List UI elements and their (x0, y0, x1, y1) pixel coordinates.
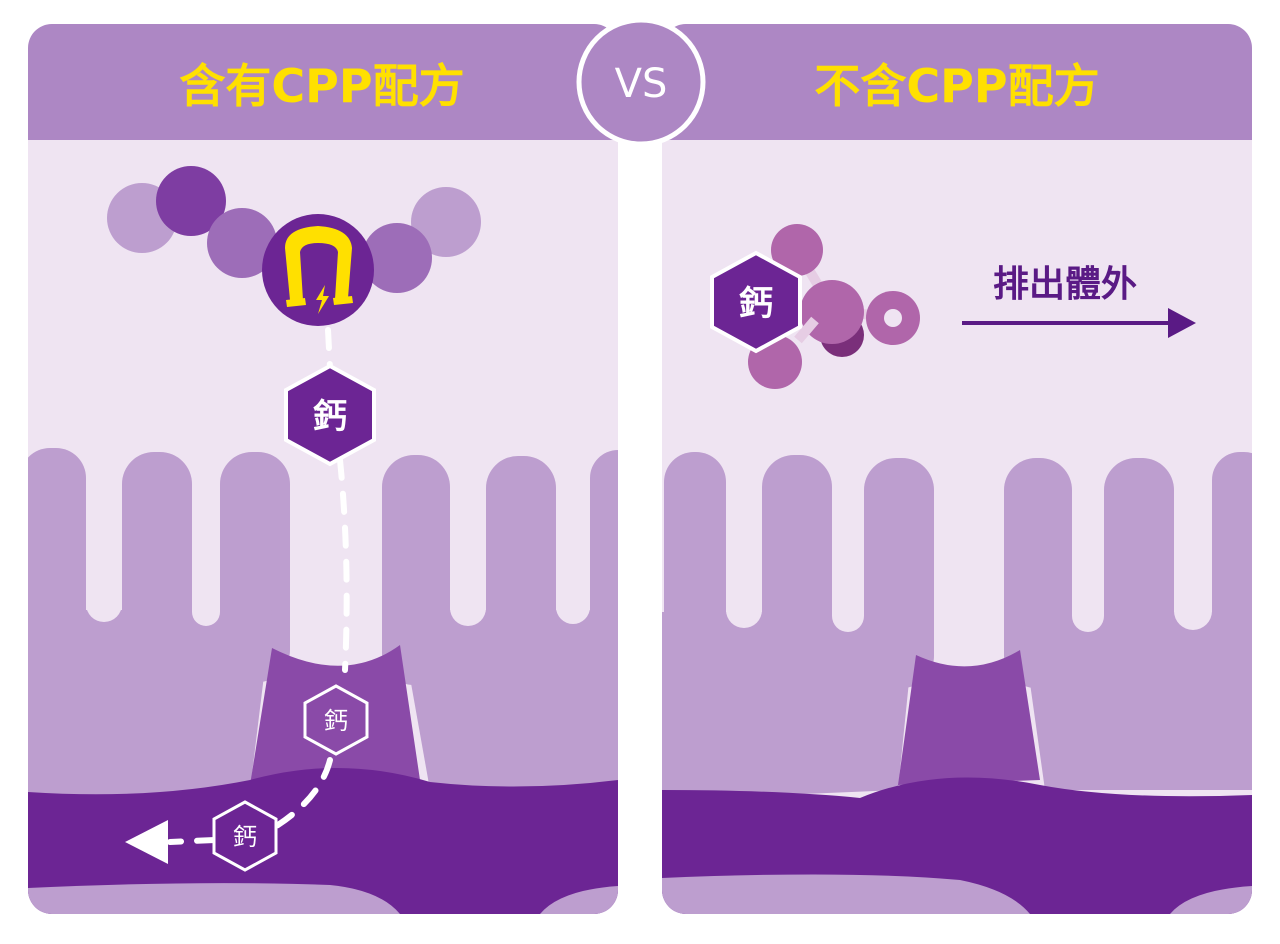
left-panel: 鈣 鈣 鈣 含有CPP配方 (28, 24, 618, 914)
vs-label: VS (615, 61, 668, 107)
vs-badge: VS (576, 17, 706, 147)
calcium-label: 鈣 (324, 707, 348, 735)
calcium-hexagon-large: 鈣 (284, 363, 376, 467)
calcium-absorption-path (167, 327, 350, 845)
calcium-label: 鈣 (739, 284, 773, 324)
calcium-hexagon-absorbed: 鈣 (212, 800, 278, 872)
left-blood-vessel (28, 767, 618, 914)
left-header (28, 24, 618, 140)
right-panel: 鈣 排出體外 不含CPP配方 (662, 24, 1252, 914)
calcium-label: 鈣 (313, 397, 347, 437)
calcium-hexagon-bound: 鈣 (710, 250, 802, 354)
magnet-icon (262, 214, 374, 326)
insoluble-calcium-molecule (748, 224, 920, 389)
left-villi (28, 448, 618, 800)
calcium-hexagon-lumen: 鈣 (303, 684, 369, 756)
right-panel-title: 不含CPP配方 (814, 59, 1099, 113)
excreted-label: 排出體外 (993, 264, 1137, 305)
calcium-label: 鈣 (233, 823, 257, 851)
right-intestinal-lumen (898, 650, 1040, 785)
right-villi (662, 452, 1252, 800)
left-panel-title: 含有CPP配方 (179, 59, 464, 113)
excretion-arrow-icon (1168, 308, 1196, 338)
absorption-arrow-icon (125, 820, 168, 864)
cpp-molecule (107, 166, 481, 293)
right-header (662, 24, 1252, 140)
